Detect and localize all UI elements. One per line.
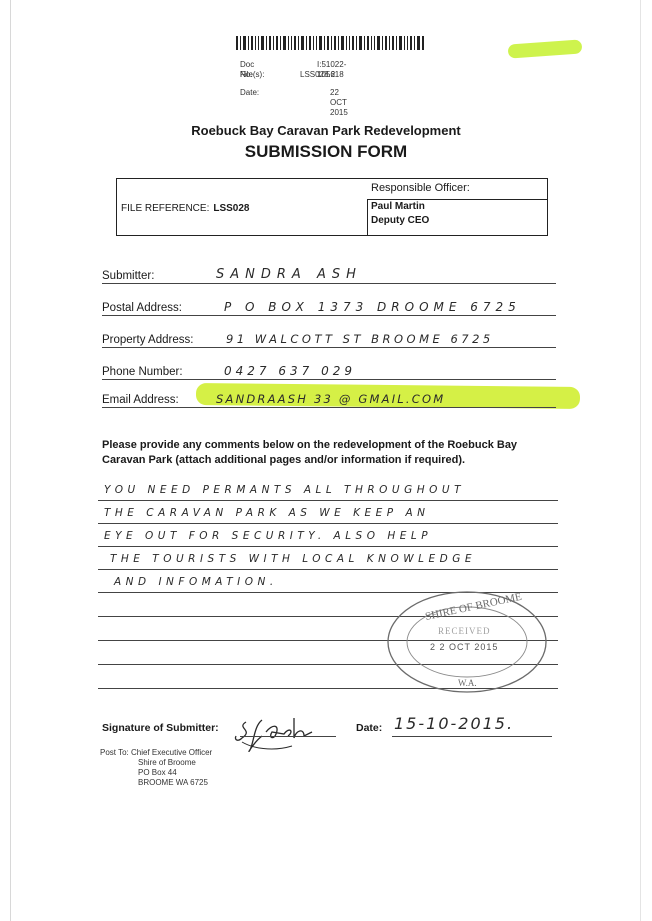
- highlighter-mark: [507, 39, 583, 59]
- email-address-label: Email Address:: [102, 394, 179, 406]
- responsible-officer-cell: Responsible Officer: Paul Martin Deputy …: [367, 179, 547, 235]
- box-divider-horizontal: [367, 199, 547, 200]
- received-stamp: SHIRE OF BROOME RECEIVED 2 2 OCT 2015 W.…: [387, 591, 547, 693]
- comment-rule-4: [98, 569, 558, 570]
- email-address-underline: [102, 407, 556, 408]
- post-to-line-4: BROOME WA 6725: [138, 778, 208, 787]
- post-to-line-2: Shire of Broome: [138, 758, 196, 767]
- scan-edge-right: [640, 0, 641, 921]
- property-address-value: 91 WALCOTT ST BROOME 6725: [226, 332, 494, 346]
- comment-rule-7: [98, 640, 558, 641]
- email-address-field: Email Address: SANDRAASH 33 @ GMAIL.COM: [102, 386, 556, 408]
- file-reference: FILE REFERENCE:LSS028: [121, 203, 250, 214]
- email-address-value: SANDRAASH 33 @ GMAIL.COM: [216, 392, 446, 406]
- post-to-line-3: PO Box 44: [138, 768, 177, 777]
- scan-edge-left: [10, 0, 11, 921]
- postal-address-underline: [102, 315, 556, 316]
- date-value: 22 OCT 2015: [330, 88, 348, 117]
- property-address-label: Property Address:: [102, 334, 194, 346]
- postal-address-value: P O BOX 1373 DROOME 6725: [224, 300, 521, 314]
- submitter-field: Submitter: SANDRA ASH: [102, 262, 556, 284]
- submitter-label: Submitter:: [102, 270, 155, 282]
- comment-line-5: AND INFOMATION.: [114, 576, 278, 588]
- property-address-underline: [102, 347, 556, 348]
- comment-line-3: EYE OUT FOR SECURITY. ALSO HELP: [104, 530, 433, 542]
- submitter-value: SANDRA ASH: [216, 267, 362, 282]
- post-to-address: Post To: Chief Executive Officer Shire o…: [100, 748, 212, 788]
- responsible-officer-label: Responsible Officer:: [371, 182, 470, 194]
- doc-no-value: I:51022-105618: [317, 60, 347, 79]
- stamp-date-text: 2 2 OCT 2015: [430, 642, 498, 652]
- doc-no-label: Doc No:: [240, 60, 255, 79]
- stamp-bottom-text: W.A.: [458, 678, 477, 688]
- officer-title: Deputy CEO: [371, 215, 430, 226]
- phone-number-label: Phone Number:: [102, 366, 183, 378]
- signature-label: Signature of Submitter:: [102, 722, 219, 734]
- comment-rule-3: [98, 546, 558, 547]
- postal-address-field: Postal Address: P O BOX 1373 DROOME 6725: [102, 294, 556, 316]
- property-address-field: Property Address: 91 WALCOTT ST BROOME 6…: [102, 326, 556, 348]
- handwritten-signature: [234, 718, 313, 752]
- form-title: Roebuck Bay Caravan Park Redevelopment: [191, 123, 461, 138]
- comment-rule-6: [98, 616, 558, 617]
- phone-number-value: 0427 637 029: [224, 364, 356, 378]
- phone-number-field: Phone Number: 0427 637 029: [102, 358, 556, 380]
- comment-rule-9: [98, 688, 558, 689]
- signature-date-label: Date:: [356, 722, 383, 734]
- file-reference-box: FILE REFERENCE:LSS028 Responsible Office…: [116, 178, 548, 236]
- submitter-underline: [102, 283, 556, 284]
- box-divider-vertical: [367, 199, 368, 235]
- phone-number-underline: [102, 379, 556, 380]
- signature-date-value: 15-10-2015.: [394, 714, 515, 733]
- comment-line-4: THE TOURISTS WITH LOCAL KNOWLEDGE: [110, 553, 476, 565]
- signature-date-underline: [392, 736, 552, 737]
- signature-underline: [240, 736, 336, 737]
- signature-row: Signature of Submitter: Date: 15-10-2015…: [102, 712, 562, 752]
- comments-instructions: Please provide any comments below on the…: [102, 439, 518, 466]
- comment-line-1: YOU NEED PERMANTS ALL THROUGHOUT: [104, 484, 466, 496]
- comment-rule-5: [98, 592, 558, 593]
- form-subtitle: SUBMISSION FORM: [244, 142, 408, 161]
- barcode: [236, 36, 424, 50]
- comment-line-2: THE CARAVAN PARK AS WE KEEP AN: [104, 507, 430, 519]
- comment-rule-1: [98, 500, 558, 501]
- comment-rule-2: [98, 523, 558, 524]
- postal-address-label: Postal Address:: [102, 302, 182, 314]
- stamp-middle-text: RECEIVED: [438, 626, 491, 636]
- post-to-line-1: Chief Executive Officer: [131, 748, 213, 757]
- files-value: LSS028.2: [300, 70, 336, 79]
- post-to-label: Post To:: [100, 748, 129, 757]
- officer-name: Paul Martin: [371, 201, 425, 212]
- comment-rule-8: [98, 664, 558, 665]
- file-reference-value: LSS028: [213, 203, 250, 214]
- file-reference-label: FILE REFERENCE:: [121, 203, 210, 214]
- files-label: File(s):: [240, 70, 265, 79]
- date-label: Date:: [240, 88, 260, 97]
